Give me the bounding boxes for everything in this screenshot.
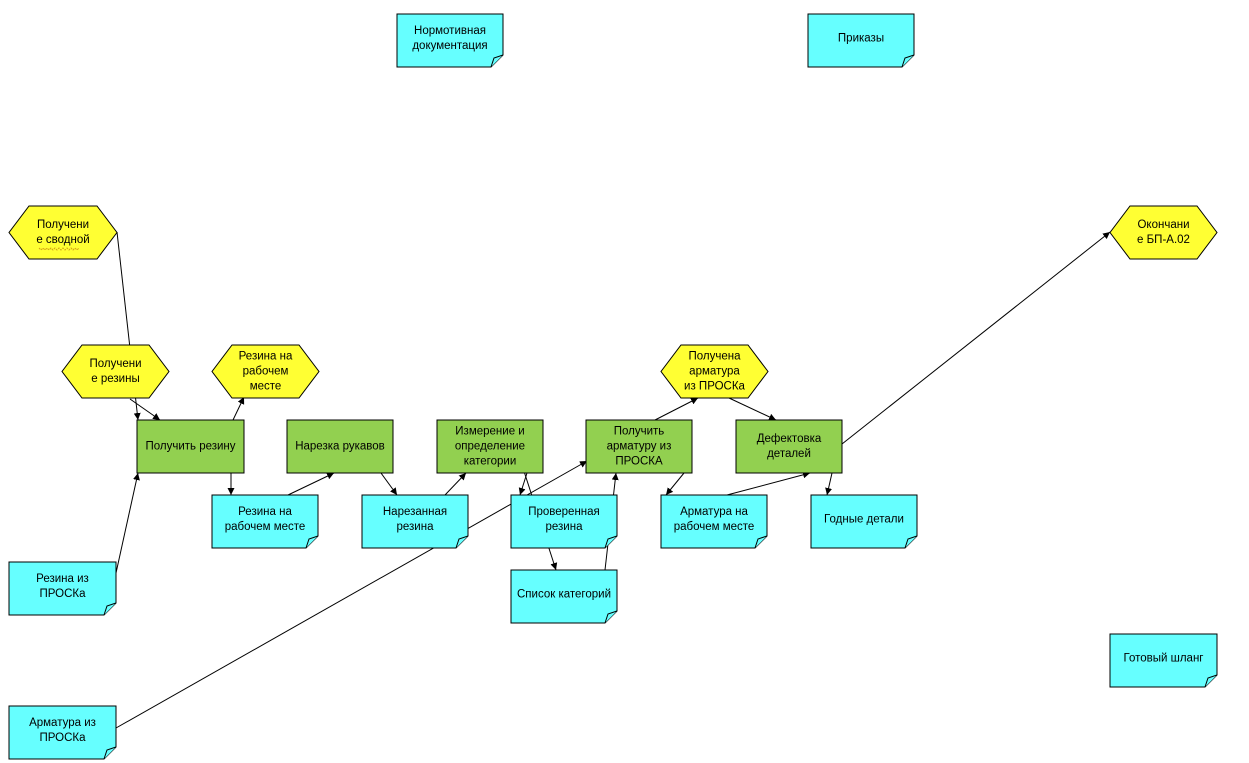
node-label-line: Проверенная	[528, 506, 600, 518]
node-label-line: рабочем месте	[674, 521, 755, 533]
document-fold-corner	[901, 54, 915, 68]
node-label-line: Дефектовка	[757, 433, 822, 445]
node-label-line: Получена	[688, 351, 741, 363]
function-shape	[585, 419, 693, 474]
event-shape	[1109, 205, 1218, 260]
node-label-line: резина	[397, 521, 435, 533]
document-node-doc-rubber-prosk[interactable]: Резина из ПРОСКа	[8, 561, 117, 616]
connector-fn_get_fittings-to-doc_fittings_ws[interactable]	[665, 472, 685, 496]
node-label-line: Нормотивная	[414, 25, 486, 37]
node-label-line: Резина из	[36, 573, 89, 585]
connector-doc_rubber_ws-to-fn_cut[interactable]	[287, 472, 335, 496]
node-label-line: Список категорий	[517, 589, 611, 601]
function-shape	[436, 419, 544, 474]
connector-fn_defect-to-doc_good_parts[interactable]	[825, 472, 833, 496]
document-fold-corner	[904, 535, 918, 549]
node-label-line: Получени	[37, 219, 89, 231]
node-label-line: арматура	[689, 366, 740, 378]
connector-doc_fittings_ws-to-fn_defect[interactable]	[726, 471, 811, 496]
node-label-line: рабочем месте	[225, 521, 306, 533]
node-label-line: рабочем	[243, 366, 289, 378]
document-node-doc-cut-rubber[interactable]: Нарезанная резина	[361, 494, 469, 549]
document-node-doc-fittings-prosk[interactable]: Арматура из ПРОСКа	[8, 705, 117, 760]
document-fold-corner	[490, 54, 504, 68]
node-label-line: ПРОСКа	[39, 732, 86, 744]
node-label-line: Нарезанная	[383, 506, 447, 518]
document-node-doc-fittings-ws[interactable]: Арматура на рабочем месте	[660, 494, 768, 549]
document-fold-corner	[455, 535, 469, 549]
node-label-line: Окончани	[1137, 219, 1189, 231]
document-node-doc-categories[interactable]: Список категорий	[510, 569, 618, 624]
document-node-norm-docs[interactable]: Нормотивная документация	[396, 13, 504, 68]
node-label-line: из ПРОСКа	[684, 381, 746, 393]
connector-ev_fittings-to-fn_defect[interactable]	[728, 397, 777, 421]
node-label-line: документация	[412, 40, 487, 52]
node-label-line: ПРОСКа	[39, 588, 86, 600]
connector-fn_get_rubber-to-ev_rubber_ws[interactable]	[232, 396, 245, 421]
document-node-orders[interactable]: Приказы	[807, 13, 915, 68]
connector-layer	[115, 231, 1111, 729]
connector-fn_defect-to-ev_end[interactable]	[841, 231, 1111, 445]
document-fold-corner	[604, 535, 618, 549]
node-label-line: Готовый шланг	[1123, 653, 1203, 665]
document-node-doc-good-parts[interactable]: Годные детали	[810, 494, 918, 549]
connector-doc_rubber_prosk-to-fn_get_rubber[interactable]	[115, 472, 140, 574]
event-node-ev-rubber-got[interactable]: Получени е резины	[61, 344, 170, 399]
function-shape	[136, 419, 245, 474]
node-label-line: ПРОСКА	[615, 456, 663, 468]
document-fold-corner	[1204, 674, 1218, 688]
function-node-fn-cut[interactable]: Нарезка рукавов	[286, 419, 394, 474]
spellcheck-underline	[38, 247, 80, 251]
node-label-line: е резины	[91, 373, 139, 385]
node-label-line: Получить	[614, 426, 665, 438]
node-label-line: определение	[455, 441, 525, 453]
function-shape	[735, 419, 843, 474]
event-node-ev-end[interactable]: Окончани е БП-А.02	[1109, 205, 1218, 260]
document-fold-corner	[604, 610, 618, 624]
node-label-line: резина	[546, 521, 584, 533]
event-node-ev-summary[interactable]: Получени е сводной	[8, 205, 118, 260]
event-node-ev-rubber-ws[interactable]: Резина на рабочем месте	[211, 344, 320, 399]
node-label-line: Приказы	[838, 33, 884, 45]
document-node-doc-rubber-ws[interactable]: Резина на рабочем месте	[211, 494, 319, 549]
node-label-line: Получить резину	[145, 441, 235, 453]
event-shape	[61, 344, 170, 399]
node-label-line: Измерение и	[455, 426, 524, 438]
node-label-line: Резина на	[238, 506, 292, 518]
document-node-doc-hose[interactable]: Готовый шланг	[1109, 633, 1218, 688]
function-node-fn-get-fittings[interactable]: Получить арматуру из ПРОСКА	[585, 419, 693, 474]
node-label-line: месте	[250, 381, 282, 393]
function-node-fn-measure[interactable]: Измерение и определение категории	[436, 419, 544, 474]
document-fold-corner	[103, 602, 117, 616]
document-fold-corner	[103, 746, 117, 760]
node-label-line: Годные детали	[824, 514, 904, 526]
document-fold-corner	[754, 535, 768, 549]
document-node-doc-checked[interactable]: Проверенная резина	[510, 494, 618, 549]
event-shape	[8, 205, 118, 260]
node-label-line: Арматура из	[29, 717, 96, 729]
node-label-line: арматуру из	[607, 441, 672, 453]
node-label-line: деталей	[767, 448, 811, 460]
event-node-ev-fittings[interactable]: Получена арматура из ПРОСКа	[660, 344, 769, 399]
connector-doc_cut_rubber-to-fn_measure[interactable]	[444, 472, 467, 496]
event-shape	[211, 344, 320, 399]
node-label-line: Резина на	[239, 351, 293, 363]
node-label-line: категории	[464, 456, 517, 468]
connector-ev_rubber_got-to-fn_get_rubber[interactable]	[129, 398, 161, 421]
node-label-line: е БП-А.02	[1137, 234, 1190, 246]
function-node-fn-defect[interactable]: Дефектовка деталей	[735, 419, 843, 474]
event-shape	[660, 344, 769, 399]
function-shape	[286, 419, 394, 474]
connector-doc_fittings_prosk-to-fn_get_fittings[interactable]	[115, 460, 588, 729]
node-label-line: е сводной	[36, 234, 89, 246]
connector-fn_cut-to-doc_cut_rubber[interactable]	[380, 472, 398, 496]
document-fold-corner	[305, 535, 319, 549]
node-label-line: Получени	[89, 358, 141, 370]
node-label-line: Нарезка рукавов	[295, 441, 385, 453]
connector-fn_get_fittings-to-ev_fittings[interactable]	[654, 397, 699, 421]
function-node-fn-get-rubber[interactable]: Получить резину	[136, 419, 245, 474]
node-label-line: Арматура на	[680, 506, 748, 518]
